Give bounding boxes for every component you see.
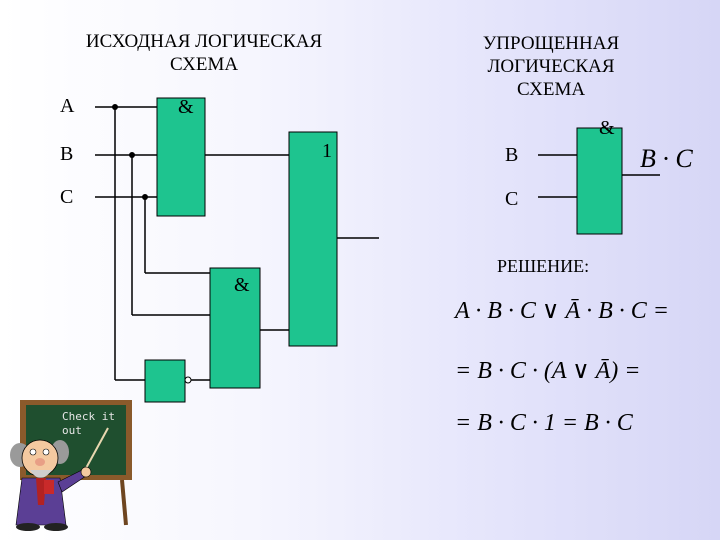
chalkboard-text: Check it out <box>62 410 115 437</box>
simplified-input-b-label: B <box>505 144 519 166</box>
simplified-input-c-label: C <box>505 188 519 210</box>
and-gate-top <box>156 97 206 217</box>
simplified-output-label: B · C <box>640 144 693 173</box>
and-gate-top-symbol: & <box>178 96 194 118</box>
input-c-label: C <box>60 186 74 208</box>
wires <box>95 106 660 381</box>
pointer-stick <box>84 427 109 471</box>
solution-line-3: = B · C · 1 = B · C <box>455 410 633 436</box>
or-gate-symbol: 1 <box>322 140 332 162</box>
professor-clipart <box>10 400 132 531</box>
input-a-label: A <box>60 95 75 117</box>
and-gate-bottom <box>209 267 261 389</box>
junction-dots <box>112 104 148 200</box>
and-gate-simplified-symbol: & <box>599 117 615 139</box>
solution-line-1: A · B · C ∨ Ā · B · C = <box>455 298 669 324</box>
solution-line-2: = B · C · (A ∨ Ā) = <box>455 358 641 384</box>
original-circuit-title: ИСХОДНАЯ ЛОГИЧЕСКАЯ СХЕМА <box>85 31 323 75</box>
simplified-circuit-title: УПРОЩЕННАЯ ЛОГИЧЕСКАЯ СХЕМА <box>482 33 620 100</box>
not-gate <box>144 359 186 403</box>
and-gate-simplified <box>576 127 623 235</box>
inversion-bubble <box>184 376 192 384</box>
and-gate-bottom-symbol: & <box>234 274 250 296</box>
input-b-label: B <box>60 143 74 165</box>
solution-label: РЕШЕНИЕ: <box>497 256 590 276</box>
or-gate <box>288 131 338 347</box>
